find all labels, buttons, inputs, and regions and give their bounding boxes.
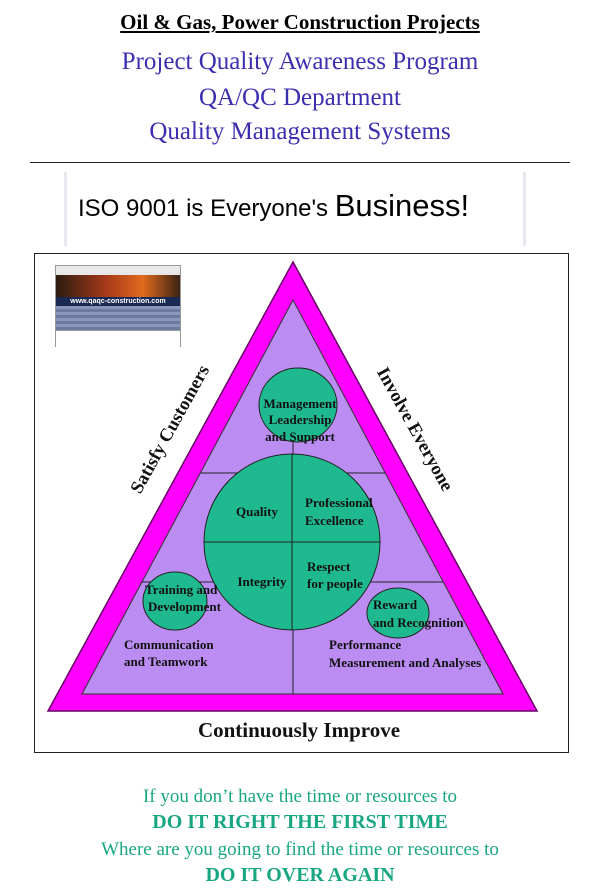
diagram-frame [34, 253, 569, 753]
communication-label-1: Communication [124, 637, 214, 652]
reward-circle [366, 587, 430, 639]
logo-url: www.qaqc-construction.com [56, 297, 180, 306]
bottom-label: Continuously Improve [198, 718, 400, 742]
iso-banner-text: ISO 9001 is Everyone's Business! [78, 188, 469, 224]
management-label-2: Leadership [269, 412, 332, 427]
logo-footer [56, 330, 180, 347]
professional-label-2: Excellence [305, 513, 364, 528]
header-line-2: Project Quality Awareness Program [121, 48, 479, 75]
banner-part-3: ! [460, 188, 470, 223]
banner-part-2: Business [334, 188, 461, 223]
header-line-4: Quality Management Systems [149, 118, 451, 145]
respect-label-1: Respect [307, 559, 351, 574]
performance-label-2: Measurement and Analyses [329, 655, 481, 670]
header-divider [30, 162, 570, 163]
management-label-3: and Support [265, 429, 335, 444]
iso-banner [64, 172, 526, 246]
logo-skyline-image [56, 275, 180, 297]
communication-label-2: and Teamwork [124, 654, 208, 669]
training-label-1: Training and [145, 582, 218, 597]
header-line-3: QA/QC Department [198, 84, 402, 111]
professional-label-1: Professional [305, 495, 373, 510]
qaqc-logo: www.qaqc-construction.com [55, 265, 181, 347]
training-label-2: Development [148, 599, 222, 614]
logo-grid [56, 306, 180, 330]
management-circle [258, 367, 338, 443]
reward-label-1: Reward [373, 597, 418, 612]
logo-top-strip [56, 266, 180, 275]
integrity-label: Integrity [237, 574, 287, 589]
footer-emphasis-2: DO IT OVER AGAIN [205, 864, 395, 886]
respect-label-2: for people [307, 576, 363, 591]
quality-label: Quality [236, 504, 278, 519]
reward-label-2: and Recognition [373, 615, 464, 630]
performance-label-1: Performance [329, 637, 401, 652]
banner-part-1: ISO 9001 is Everyone's [78, 195, 335, 222]
footer-emphasis-1: DO IT RIGHT THE FIRST TIME [152, 811, 448, 833]
footer-question-2: Where are you going to find the time or … [101, 839, 499, 860]
header-line-1: Oil & Gas, Power Construction Projects [120, 10, 480, 34]
training-circle [142, 571, 208, 631]
management-label-1: Management [264, 396, 338, 411]
footer-question-1: If you don’t have the time or resources … [142, 786, 458, 807]
